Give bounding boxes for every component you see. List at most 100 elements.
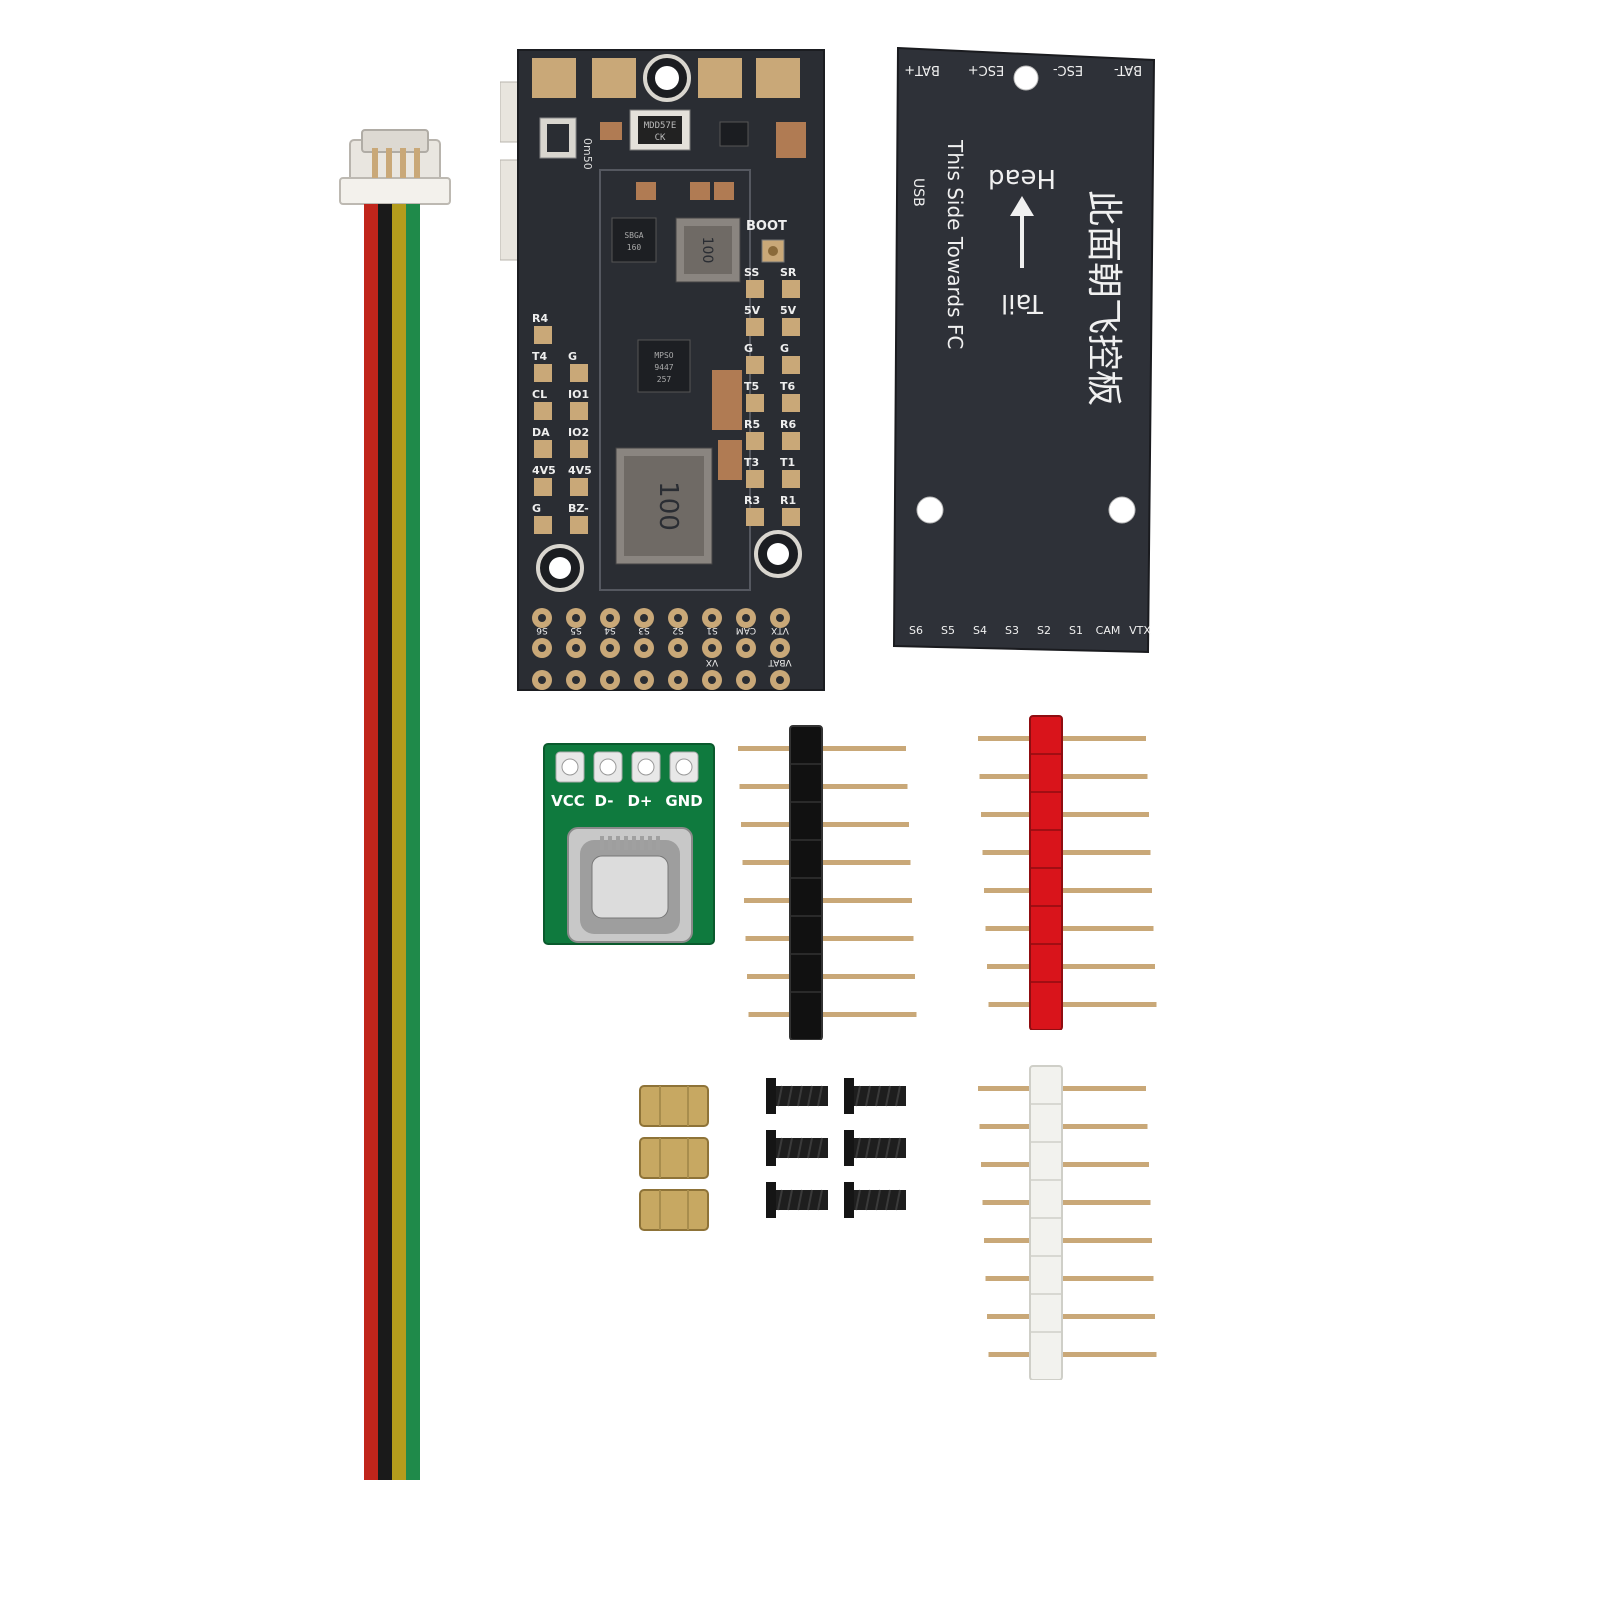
header-pin (981, 1162, 1149, 1167)
backplate-bottom-label: S1 (1069, 624, 1083, 637)
header-pin (988, 1002, 1157, 1007)
board-pin-label: DA (532, 426, 550, 439)
brass-standoffs (630, 1080, 720, 1240)
backplate-top-label: BAT- (1114, 62, 1143, 77)
bottom-pin-label: S6 (536, 625, 548, 635)
brass-standoff (639, 1085, 709, 1127)
screw (844, 1182, 906, 1218)
black-pin-header-icon (738, 725, 917, 1041)
header-pin (987, 1314, 1155, 1319)
backplate-top-label: ESC- (1053, 62, 1084, 77)
header-pin (985, 926, 1154, 931)
usb-pin-label: D+ (627, 792, 652, 810)
usb-pin-label: VCC (551, 792, 585, 810)
wire-green (406, 204, 420, 1480)
jst-cable (330, 110, 460, 1490)
screw (766, 1078, 828, 1114)
header-pin (981, 812, 1149, 817)
board-pin-label: 5V (780, 304, 797, 317)
header-pin (982, 850, 1151, 855)
board-pin-label: T1 (780, 456, 795, 469)
brass-standoff-icon (639, 1085, 709, 1231)
bottom-pin-label: S3 (638, 625, 649, 635)
backplate-bottom-label: S2 (1037, 624, 1051, 637)
header-pin (988, 1352, 1157, 1357)
head-label: Head (988, 163, 1056, 193)
brass-standoff (639, 1189, 709, 1231)
backplate-english-text: This Side Towards FC (943, 139, 967, 349)
screw (766, 1130, 828, 1166)
usb-pin-label: GND (665, 792, 702, 810)
header-body (1029, 1065, 1063, 1381)
screw (844, 1078, 906, 1114)
board-pin-label: T3 (744, 456, 759, 469)
header-pin (979, 774, 1148, 779)
chip-mark-2: CK (655, 133, 666, 143)
board-pin-label: IO2 (568, 426, 589, 439)
small-inductor-mark: 100 (699, 237, 715, 264)
screw (844, 1130, 906, 1166)
bottom-pin-label: CAM (736, 625, 756, 635)
bottom-pin-label-2: VBAT (768, 657, 792, 667)
header-pin (741, 822, 909, 827)
board-pin-label: 4V5 (532, 464, 556, 477)
board-pin-label: SS (744, 266, 759, 279)
chip-mid-mark: MPSO (654, 351, 673, 360)
arrow-icon (1010, 196, 1034, 268)
header-pin (984, 1238, 1152, 1243)
board-pin-label: CL (532, 388, 547, 401)
chip-mid-mark-2: 9447 (654, 363, 673, 372)
board-pin-label: IO1 (568, 388, 589, 401)
bottom-pin-label-2: VX (706, 657, 718, 667)
backplate-bottom-label: CAM (1096, 624, 1121, 637)
flight-controller-pcb-icon: MDD57E CK 0m50 SBGA 160 100 MPSO 9447 25… (499, 49, 825, 691)
usb-c-connector-icon: VCC D- D+ GND (543, 743, 715, 945)
board-pin-label: R1 (780, 494, 796, 507)
tail-label: Tail (1001, 288, 1044, 318)
black-pin-header (730, 720, 920, 1041)
bottom-pin-label: S2 (672, 625, 683, 635)
brass-standoff (639, 1137, 709, 1179)
jst-cable-icon (339, 129, 451, 1480)
backplate-bottom-label: S5 (941, 624, 955, 637)
backplate-bottom-label: VTX (1129, 624, 1151, 637)
header-pin (739, 784, 908, 789)
wire-red (364, 204, 378, 1480)
red-pin-header-icon (978, 715, 1157, 1031)
board-pin-label: T6 (780, 380, 796, 393)
screws (760, 1070, 920, 1230)
board-pin-label: R6 (780, 418, 796, 431)
backplate-chinese-text: 此面朝飞控板 (1083, 190, 1124, 406)
board-pin-label: SR (780, 266, 797, 279)
white-pin-header (970, 1060, 1160, 1381)
screw (766, 1182, 828, 1218)
wire-black (378, 204, 392, 1480)
bottom-pin-label: S1 (706, 625, 717, 635)
wire-yellow (392, 204, 406, 1480)
backplate-bottom-label: S4 (973, 624, 987, 637)
board-pin-label: G (744, 342, 753, 355)
board-pin-label: G (780, 342, 789, 355)
backplate-pcb-icon: BAT+ESC+ESC-BAT- 此面朝飞控板 Head Tail This S… (892, 46, 1156, 654)
board-pin-label: BZ- (568, 502, 589, 515)
usb-label: USB (910, 178, 926, 207)
flight-controller-board: MDD57E CK 0m50 SBGA 160 100 MPSO 9447 25… (499, 40, 830, 700)
usb-pin-label: D- (595, 792, 614, 810)
header-pin (745, 936, 914, 941)
board-pin-label: R5 (744, 418, 760, 431)
header-pin (985, 1276, 1154, 1281)
board-pin-label: 5V (744, 304, 761, 317)
chip-left-mark-2: 160 (627, 243, 642, 252)
board-pin-label: T5 (744, 380, 759, 393)
screw-icon (766, 1078, 906, 1218)
header-body (789, 725, 823, 1041)
jst-connector (339, 129, 451, 205)
white-pin-header-icon (978, 1065, 1157, 1381)
header-pin (982, 1200, 1151, 1205)
usb-c-breakout-board: VCC D- D+ GND (540, 740, 720, 950)
board-pin-label: G (568, 350, 577, 363)
header-pin (747, 974, 915, 979)
header-pin (987, 964, 1155, 969)
left-component-mark: 0m50 (581, 138, 594, 170)
header-pin (979, 1124, 1148, 1129)
